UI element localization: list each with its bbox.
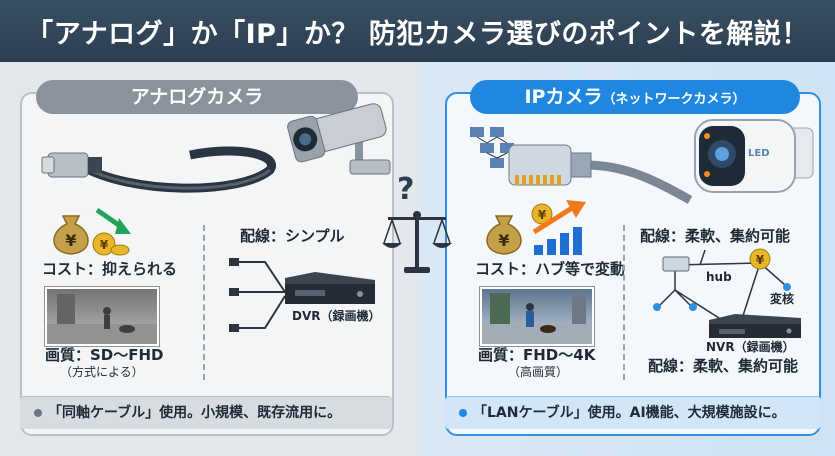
ip-sample-image: [480, 287, 594, 346]
question-mark: ?: [397, 172, 415, 207]
nvr-label: NVR（録画機）: [706, 340, 795, 354]
money-bag-icon: ¥: [486, 215, 522, 255]
nvr-recorder-icon: [709, 314, 801, 338]
arrow-up-icon: [532, 200, 586, 235]
analog-title: アナログカメラ: [36, 80, 358, 114]
analog-quality-label: 画質：SD〜FHD: [45, 346, 164, 364]
bullet-camera-icon: [287, 103, 391, 175]
arrow-down-icon: [95, 207, 131, 234]
ip-footer-text: 「LANケーブル」使用。AI機能、大規模施設に。: [473, 405, 786, 421]
svg-text:¥: ¥: [538, 208, 547, 222]
ip-divider: [623, 225, 625, 380]
dvr-label: DVR（録画機）: [292, 309, 381, 323]
yen-coin-icon: ¥: [531, 203, 553, 225]
ip-footer: 「LANケーブル」使用。AI機能、大規模施設に。: [445, 396, 821, 429]
svg-text:¥: ¥: [100, 238, 109, 252]
analog-cost-label: コスト：抑えられる: [42, 260, 178, 278]
bar-chart-icon: [534, 227, 582, 255]
header-banner: 「アナログ」か「IP」か？ 防犯カメラ選びのポイントを解説！: [0, 0, 835, 62]
hub-icon: ¥: [653, 248, 791, 326]
ip-wiring-label-top: 配線：柔軟、集約可能: [640, 227, 791, 245]
yen-coin-icon: ¥: [92, 232, 130, 256]
network-node-icon: [470, 127, 514, 168]
analog-sample-image: [45, 287, 159, 346]
analog-footer-bullet: [34, 409, 42, 417]
ip-title-main: IPカメラ: [524, 86, 603, 108]
convert-label: 変核: [770, 292, 795, 306]
money-bag-icon: ¥: [53, 215, 89, 255]
analog-wiring-label: 配線：シンプル: [240, 227, 345, 245]
bnc-cable-icon: [41, 146, 276, 193]
ip-camera-icon: [694, 119, 814, 193]
analog-footer-text: 「同軸ケーブル」使用。小規模、既存流用に。: [48, 405, 342, 421]
ip-camera-badge: LED: [748, 148, 770, 159]
ip-footer-bullet: [459, 409, 467, 417]
analog-quality-note: （方式による）: [60, 365, 144, 379]
ip-quality-label: 画質：FHD〜4K: [478, 346, 596, 364]
ip-quality-note: （高画質）: [508, 365, 569, 379]
ip-cost-label: コスト：ハブ等で変動: [475, 260, 626, 278]
analog-scene-graphic: [47, 294, 157, 344]
ip-title-sub: （ネットワークカメラ）: [602, 92, 746, 107]
ip-wiring-label-bottom: 配線：柔軟、集約可能: [648, 357, 799, 375]
ip-title: IPカメラ（ネットワークカメラ）: [470, 80, 800, 114]
dvr-recorder-icon: [229, 258, 375, 332]
ip-scene-graphic: [482, 293, 592, 344]
analog-footer: 「同軸ケーブル」使用。小規模、既存流用に。: [20, 396, 392, 429]
lan-cable-icon: [508, 144, 693, 204]
analog-divider: [203, 225, 205, 380]
svg-text:¥: ¥: [756, 253, 765, 267]
svg-text:¥: ¥: [498, 231, 509, 250]
balance-scale-icon: [382, 211, 452, 273]
hub-label: hub: [706, 270, 732, 284]
page-title: 「アナログ」か「IP」か？ 防犯カメラ選びのポイントを解説！: [26, 19, 809, 50]
svg-text:¥: ¥: [65, 231, 76, 250]
